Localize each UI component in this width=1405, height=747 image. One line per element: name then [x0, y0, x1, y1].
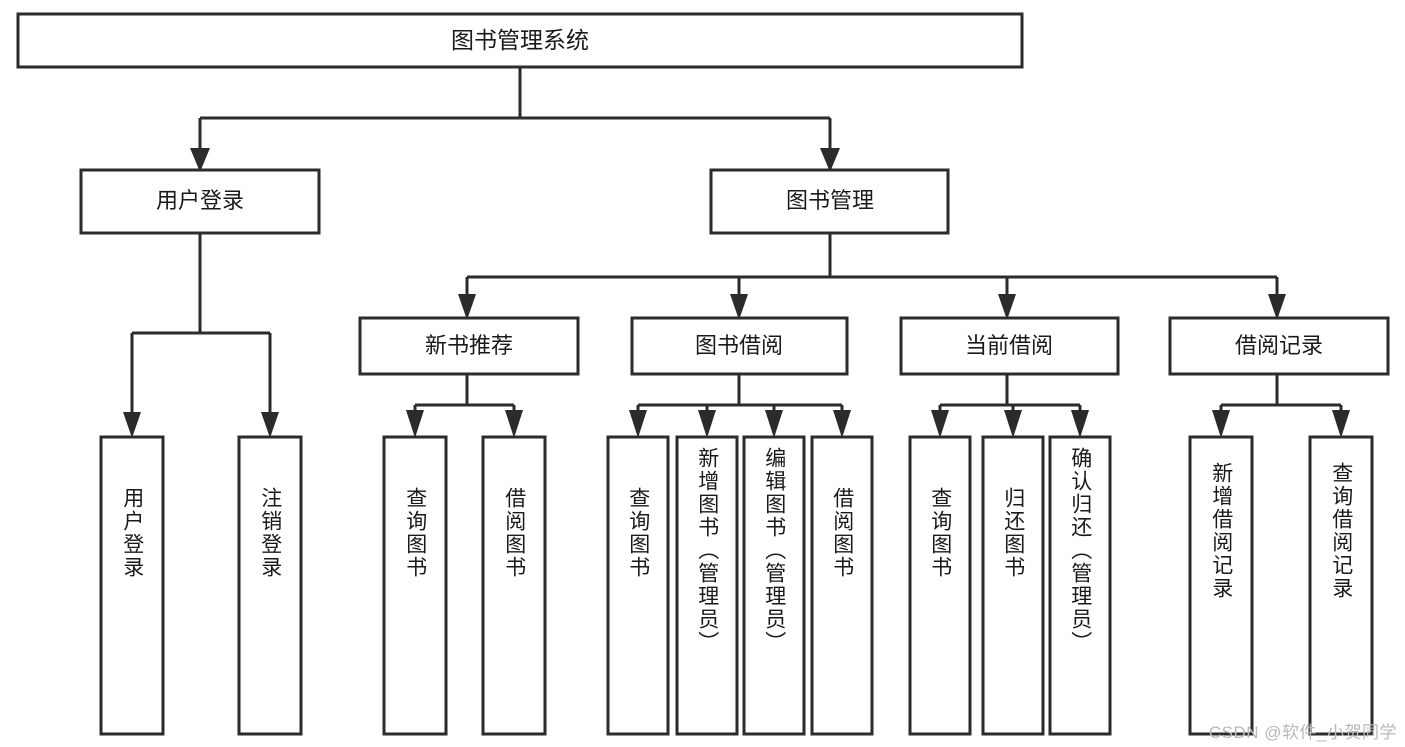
node-book-borrow-box[interactable]: [630, 316, 849, 376]
arrow-head-leaf-6: [698, 410, 716, 438]
node-current-borrow-box[interactable]: [899, 316, 1120, 376]
node-user-login-label: 用户登录: [156, 188, 244, 213]
arrow-head-leaf-10: [1004, 410, 1022, 438]
arrow-head-leaf-11: [1071, 410, 1089, 438]
arrow-head-leaf-8: [833, 410, 851, 438]
leaf-box-edit-book-admin[interactable]: [742, 435, 806, 736]
node-current-borrow-label: 当前借阅: [965, 333, 1053, 358]
arrow-head-current: [998, 294, 1016, 320]
leaf-box-query-borrow-record[interactable]: [1308, 435, 1374, 736]
leaf-box-borrow-book-1[interactable]: [481, 435, 547, 736]
arrow-head-newbook: [458, 294, 476, 320]
arrow-head-leaf-7: [765, 410, 783, 438]
leaf-box-query-book-3[interactable]: [908, 435, 972, 736]
node-borrow-record-box[interactable]: [1168, 316, 1390, 376]
leaf-box-add-borrow-record[interactable]: [1188, 435, 1254, 736]
node-root-label: 图书管理系统: [451, 27, 589, 53]
leaf-box-return-book[interactable]: [981, 435, 1045, 736]
node-root-box[interactable]: [16, 12, 1024, 69]
arrow-head-leaf-4: [505, 410, 523, 438]
arrow-head-borrow: [730, 294, 748, 320]
arrow-head-leaf-12: [1212, 410, 1230, 438]
csdn-watermark: CSDN @软件_小贺同学: [1208, 723, 1397, 742]
leaf-box-user-login[interactable]: [99, 435, 165, 736]
node-borrow-record[interactable]: 借阅记录: [1168, 316, 1390, 376]
arrow-head-login: [190, 148, 210, 172]
node-new-book-recommend-label: 新书推荐: [425, 333, 513, 358]
arrow-head-record: [1268, 294, 1286, 320]
connector-group-borrow-children: [629, 374, 851, 438]
arrow-head-leaf-13: [1332, 410, 1350, 438]
arrow-head-bookmgmt: [820, 148, 840, 172]
connector-group-current-children: [931, 374, 1089, 438]
node-book-borrow[interactable]: 图书借阅: [630, 316, 849, 376]
connector-group-bookmgmt-children: [458, 233, 1286, 320]
arrow-head-leaf-3: [406, 410, 424, 438]
arrow-head-leaf-2: [261, 412, 279, 438]
node-user-login[interactable]: 用户登录: [79, 168, 321, 235]
arrow-head-leaf-1: [123, 412, 141, 438]
arrow-head-leaf-5: [629, 410, 647, 438]
connector-group-login-children: [123, 233, 279, 438]
leaf-box-logout[interactable]: [237, 435, 303, 736]
node-book-management-label: 图书管理: [786, 188, 874, 213]
leaf-box-group: [99, 435, 1374, 736]
leaf-box-add-book-admin[interactable]: [675, 435, 739, 736]
node-current-borrow[interactable]: 当前借阅: [899, 316, 1120, 376]
arrow-head-leaf-9: [931, 410, 949, 438]
leaf-box-query-book-2[interactable]: [606, 435, 670, 736]
node-borrow-record-label: 借阅记录: [1235, 333, 1323, 358]
node-new-book-recommend[interactable]: 新书推荐: [358, 316, 580, 376]
node-new-book-recommend-box[interactable]: [358, 316, 580, 376]
node-book-management-box[interactable]: [709, 168, 950, 235]
connector-group-root: [190, 67, 840, 172]
leaf-box-confirm-return-admin[interactable]: [1048, 435, 1112, 736]
leaf-box-query-book-1[interactable]: [382, 435, 448, 736]
node-root[interactable]: 图书管理系统: [16, 12, 1024, 69]
connector-group-record-children: [1212, 374, 1350, 438]
connector-group-newbook-children: [406, 374, 523, 438]
node-book-borrow-label: 图书借阅: [695, 333, 783, 358]
node-user-login-box[interactable]: [79, 168, 321, 235]
leaf-box-borrow-book-2[interactable]: [810, 435, 874, 736]
node-book-management[interactable]: 图书管理: [709, 168, 950, 235]
